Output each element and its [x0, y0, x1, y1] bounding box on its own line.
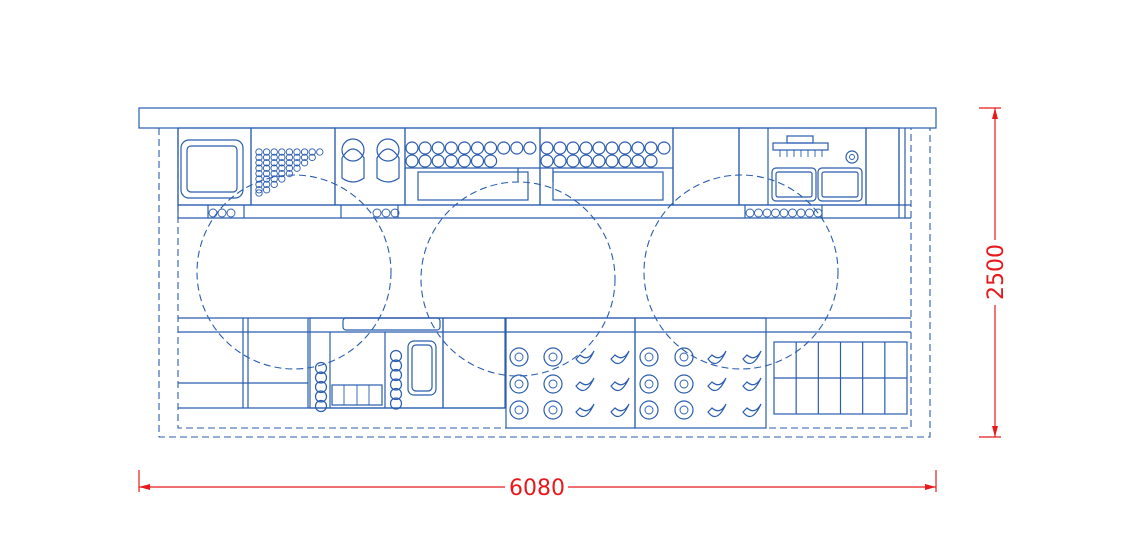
prep-station	[309, 317, 444, 413]
width-dimension-label: 6080	[509, 476, 565, 501]
height-dimension: 2500	[979, 107, 1009, 438]
turning-circle-right	[643, 174, 839, 370]
bottom-equipment-row	[178, 317, 911, 429]
burner-section-right	[634, 317, 767, 429]
burner-knob-cluster	[250, 127, 336, 206]
empty-bay	[672, 127, 740, 206]
range-unit	[738, 127, 867, 218]
small-table	[442, 317, 506, 409]
width-dimension: 6080	[138, 470, 937, 501]
turning-circle-center	[420, 181, 616, 377]
end-cabinet	[865, 127, 900, 206]
fryer-unit	[334, 127, 406, 218]
burner-section-left	[505, 317, 636, 429]
grid-storage	[773, 341, 908, 415]
sink-unit	[177, 127, 252, 218]
outer-dashed-boundary	[158, 128, 931, 438]
top-equipment-row	[177, 127, 911, 219]
turning-circle-left	[196, 174, 392, 370]
height-dimension-label: 2500	[984, 244, 1009, 300]
cabinet-right	[539, 127, 674, 206]
roof-strip	[138, 107, 937, 129]
